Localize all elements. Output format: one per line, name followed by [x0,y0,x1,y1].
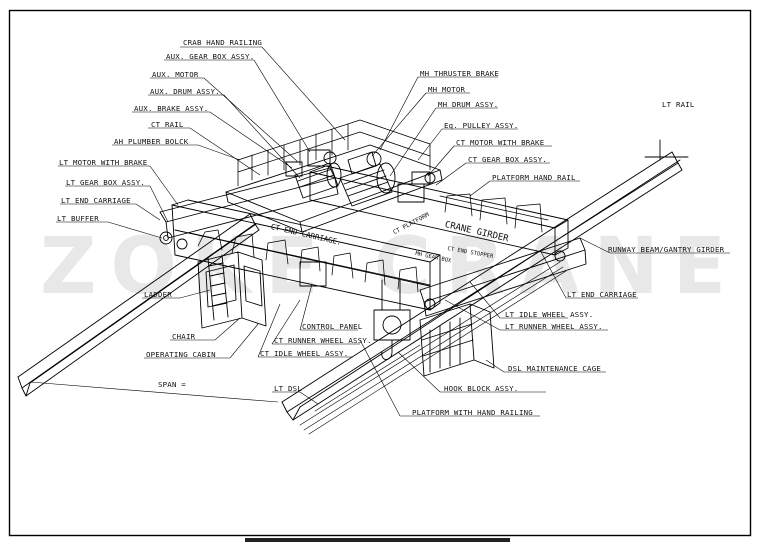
label-span: SPAN = [158,380,186,389]
leader-ct-runner [271,299,360,345]
leader-ct-motor [427,145,552,177]
hook-block [373,279,411,360]
operating-cabin [197,251,267,329]
label-ct-idle-wheel: CT IDLE WHEEL ASSY. [260,349,349,358]
label-lt-motor-brake: LT MOTOR WITH BRAKE [59,158,148,167]
label-ct-motor-brake: CT MOTOR WITH BRAKE [456,138,545,147]
leader-hook [397,351,546,393]
leader-mh-thruster [379,76,498,151]
mh-gear-box [397,183,425,203]
lt-dsl-conductor [299,261,567,435]
leader-runway [579,237,730,254]
label-lt-idle-wheel: LT IDLE WHEEL ASSY. [505,310,594,319]
label-platform-hand-railing: PLATFORM WITH HAND RAILING [412,408,533,417]
leader-eq-pulley [417,128,518,161]
label-aux-brake: AUX. BRAKE ASSY. [134,104,209,113]
label-lt-dsl: LT DSL [274,384,302,393]
left-runway-beam [17,213,260,397]
leader-control-panel [299,283,358,331]
ct-motor [411,171,436,185]
label-ct-gear-box: CT GEAR BOX ASSY. [468,155,548,164]
label-operating-cabin: OPERATING CABIN [146,350,216,359]
leader-dsl-cage [485,359,606,373]
aux-gear-box [285,161,303,177]
crab-frame [225,144,443,233]
label-lt-end-carriage-right: LT END CARRIAGE [567,290,637,299]
leader-platform-hand-railing [359,339,540,417]
platform-hand-rail [439,193,549,233]
leader-chair [170,317,241,341]
leader-ct-idle [257,303,352,358]
leader-lt-end-carriage-right [539,249,638,299]
leader-lt-runner [444,299,608,331]
leader-lt-buffer [56,221,163,239]
leader-lt-gear [65,185,169,223]
mh-drum [339,162,396,207]
label-runway-beam: RUNWAY BEAM/GANTRY GIRDER [608,245,725,254]
aux-motor [307,149,337,167]
leader-crab-hand-railing [180,46,346,141]
aux-drum [294,162,342,199]
label-lt-gear-box: LT GEAR BOX ASSY. [66,178,146,187]
leader-aux-gear-box [164,59,311,153]
label-ct-runner-wheel: CT RUNNER WHEEL ASSY. [274,336,372,345]
leader-ladder [142,289,211,299]
label-lt-end-carriage-left: LT END CARRIAGE [61,196,131,205]
label-aux-gear-box: AUX. GEAR BOX ASSY. [166,52,255,61]
leader-ct-rail [148,127,261,176]
label-ladder: LADDER [144,290,172,299]
watermark: ZOKE CRANE [40,222,740,312]
label-aux-drum: AUX. DRUM ASSY. [150,87,220,96]
label-chair: CHAIR [172,332,196,341]
sheet-border [8,9,752,537]
leader-lt-end-carriage [60,203,161,221]
label-mh-thruster-brake: MH THRUSTER BRAKE [420,69,500,78]
leader-lt-motor [58,165,179,206]
leader-ct-gear [435,162,550,186]
label-eq-pulley: Eq. PULLEY ASSY. [444,121,519,130]
label-ct-rail: CT RAIL [151,120,184,129]
label-lt-rail: LT RAIL [662,100,695,109]
dsl-maintenance-cage [419,303,495,377]
label-lt-buffer: LT BUFFER [57,214,99,223]
lt-end-carriage-right [419,237,587,317]
leader-mh-motor [371,92,470,157]
leader-aux-brake [132,111,293,169]
ladder [207,254,229,321]
label-mh-motor: MH MOTOR [428,85,466,94]
label-ah-plumber-block: AH PLUMBER BOLCK [114,137,189,146]
leader-cabin [144,323,259,359]
label-dsl-cage: DSL MAINTENANCE CAGE [508,364,601,373]
label-mh-drum: MH DRUM ASSY. [438,100,499,109]
title-strip [245,538,510,542]
leader-ah-plumber [112,144,241,161]
label-crab-hand-railing: CRAB HAND RAILING [183,38,263,47]
leader-lt-idle [469,281,568,319]
girder-hand-railing [189,229,431,293]
label-control-panel: CONTROL PANEL [302,322,363,331]
leader-platform-rail [469,180,580,197]
leader-lt-dsl [272,391,319,405]
label-hook-block: HOOK BLOCK ASSY. [444,384,519,393]
label-aux-motor: AUX. MOTOR [152,70,199,79]
label-platform-hand-rail: PLATFORM HAND RAIL [492,173,576,182]
leader-aux-drum [148,94,301,179]
control-panel [299,261,327,287]
leader-aux-motor [150,77,299,163]
label-lt-runner-wheel: LT RUNNER WHEEL ASSY. [505,322,603,331]
right-runway-beam [281,139,689,421]
leader-mh-drum [389,107,498,177]
span-dimension-line [29,381,279,403]
mh-motor [347,151,382,175]
